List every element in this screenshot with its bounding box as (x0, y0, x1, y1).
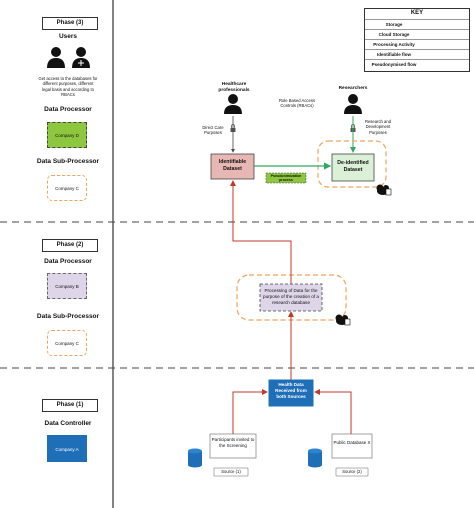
public-db-label: Public Database X (333, 440, 371, 445)
controller-title: Data Controller (44, 420, 92, 427)
source1-box (213, 467, 249, 477)
rbac-label: Role Based Access Controls (RBACs) (278, 98, 316, 109)
phase2-label: Phase (2) (42, 239, 98, 252)
database-icon-source2 (308, 448, 322, 468)
source2-box (335, 467, 369, 477)
users-description: Get access to the databases for differen… (38, 76, 98, 98)
health-data-label: Health Data Received from both Sources (275, 382, 307, 399)
database-icon-source1 (188, 448, 202, 468)
phase2-subprocessor-title: Data Sub-Processor (36, 313, 100, 320)
company-c-box-phase3: Company C (47, 175, 87, 201)
user-icon-left (47, 47, 65, 68)
company-c-box-phase2: Company C (47, 330, 87, 356)
phase3-subprocessor-title: Data Sub-Processor (36, 158, 100, 165)
key-row-cloud: Cloud Storage (365, 29, 469, 40)
pseudo-process-label: Pseudonimization process (270, 174, 302, 183)
source1-label: Source (1) (221, 469, 241, 474)
users-title: Users (58, 33, 78, 40)
identifiable-dataset-label: Identifiable Dataset (218, 159, 247, 172)
flow-processing-to-identifiable (230, 180, 292, 284)
pseudo-process-box (265, 172, 307, 184)
phase3-processor-title: Data Processor (44, 106, 92, 113)
cloud-db-icon-phase3 (376, 184, 392, 196)
participants-box (209, 433, 257, 459)
key-cloud-label: Cloud Storage (378, 32, 410, 37)
researchers-title: Researchers (338, 86, 368, 91)
flow-source1-to-healthdata (232, 389, 268, 434)
company-d-box: Company D (47, 122, 87, 148)
participants-label: Participants invited to the Screening (211, 437, 255, 448)
key-storage-label: Storage (385, 22, 403, 27)
processing-activity-label: Processing of Data for the purpose of th… (263, 288, 319, 305)
key-row-pseudonymised: Pseudonymised flow (365, 59, 469, 70)
public-db-box (331, 433, 373, 459)
key-processing-label: Processing Activity (373, 42, 415, 47)
research-purposes-label: Research and Development Purposes (364, 119, 392, 135)
researcher-icon (344, 94, 362, 114)
key-pseudonymised-label: Pseudonymised flow (371, 62, 417, 67)
key-identifiable-label: Identifiable flow (376, 52, 411, 57)
key-legend: KEY Storage Cloud Storage Processing Act… (364, 8, 470, 72)
key-row-identifiable: Identifiable flow (365, 49, 469, 60)
phase1-label: Phase (1) (42, 399, 98, 412)
processing-activity-box (259, 283, 323, 312)
health-data-box (268, 379, 314, 407)
cloud-storage-region-phase3 (317, 140, 387, 188)
key-row-processing: Processing Activity (365, 39, 469, 50)
phase2-processor-title: Data Processor (44, 258, 92, 265)
direct-care-label: Direct Care Purposes (202, 125, 224, 136)
healthcare-professional-icon (224, 94, 242, 114)
source2-label: Source (2) (342, 469, 362, 474)
flow-source2-to-healthdata (314, 389, 352, 434)
company-b-box: Company B (47, 273, 87, 299)
phase3-label: Phase (3) (42, 17, 98, 30)
cloud-db-icon-phase2 (335, 314, 351, 326)
identifiable-dataset-box (210, 153, 255, 180)
deidentified-dataset-label: De-identified Dataset (337, 160, 369, 173)
deidentified-dataset-box (331, 153, 375, 182)
healthcare-title: Healthcare professionals (218, 82, 250, 93)
key-title: KEY (410, 10, 424, 16)
company-a-box: Company A (47, 435, 87, 462)
doctor-icon-left (72, 47, 90, 68)
key-row-storage: Storage (365, 19, 469, 30)
